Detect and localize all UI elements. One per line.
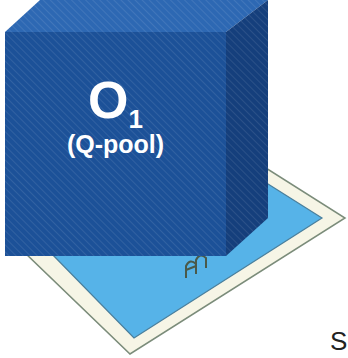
cube-heading: O1	[88, 74, 143, 126]
cube-box: O1(Q-pool)	[5, 32, 226, 256]
cropped-letter: S	[330, 326, 347, 357]
cube-subscript: 1	[128, 104, 142, 134]
cube-front	[5, 32, 226, 256]
cube-side	[226, 0, 268, 256]
pool-ladder	[186, 255, 206, 278]
cube-label: (Q-pool)	[67, 130, 164, 159]
cube-symbol: O	[88, 71, 128, 129]
cube-top	[5, 0, 268, 32]
